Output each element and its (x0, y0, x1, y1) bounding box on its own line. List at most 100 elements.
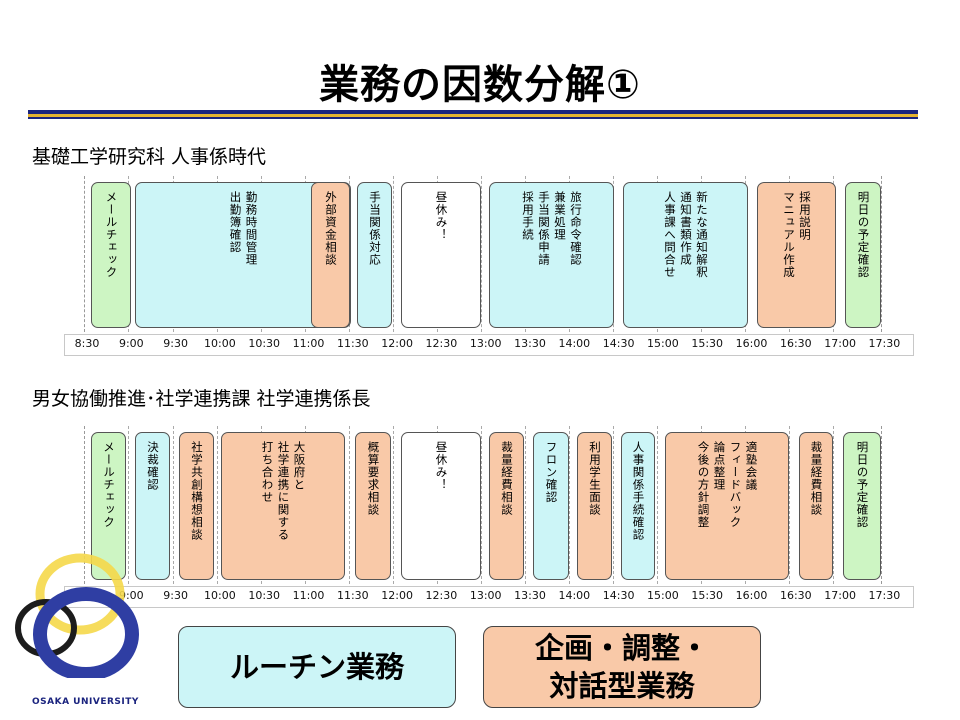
time-tick: 16:30 (779, 589, 812, 602)
task-block: 概算要求相談 (355, 432, 391, 580)
time-tick: 12:30 (425, 589, 458, 602)
task-label: 昼休み！ (434, 441, 449, 491)
task-label: 旅行命令確認 (569, 191, 583, 266)
time-tick: 12:30 (425, 337, 458, 350)
task-label: 大阪府と (292, 441, 307, 491)
title-rule (28, 110, 918, 119)
time-tick: 14:30 (602, 337, 635, 350)
task-block: 昼休み！ (401, 432, 481, 580)
time-tick: 9:00 (118, 589, 144, 602)
task-block: 社学共創構想相談 (179, 432, 214, 580)
time-gridline (349, 426, 350, 584)
task-block: 旅行命令確認兼業処理手当関係申請採用手続 (489, 182, 614, 328)
legend-planning: 企画・調整・対話型業務 (483, 626, 761, 708)
task-label: メールチェック (102, 441, 116, 529)
task-label: 社学共創構想相談 (190, 441, 204, 541)
time-gridline (481, 426, 482, 584)
time-gridline (173, 426, 174, 584)
time-tick: 9:30 (163, 337, 188, 350)
task-label: 打ち合わせ (260, 441, 275, 504)
time-gridline (217, 426, 218, 584)
task-block: メールチェック (91, 432, 126, 580)
task-block: 人事関係手続確認 (621, 432, 655, 580)
time-gridline (833, 426, 834, 584)
section-label-2: 男女協働推進･社学連携課 社学連携係長 (32, 388, 371, 410)
time-tick: 14:00 (558, 589, 591, 602)
time-gridline (525, 426, 526, 584)
task-block: 明日の予定確認 (843, 432, 881, 580)
time-tick: 11:00 (292, 589, 325, 602)
task-label: 外部資金相談 (324, 191, 338, 266)
time-tick: 9:00 (118, 337, 144, 350)
logo-text: OSAKA UNIVERSITY (32, 697, 139, 707)
task-block: 昼休み！ (401, 182, 481, 328)
task-label: フィードバック (728, 441, 743, 529)
time-tick: 15:30 (691, 337, 724, 350)
task-label: 今後の方針調整 (696, 441, 711, 529)
task-label: フロン確認 (544, 441, 559, 504)
task-label: 人事課へ問合せ (663, 191, 677, 279)
time-gridline (789, 426, 790, 584)
time-tick: 12:00 (381, 589, 413, 602)
time-tick: 12:00 (381, 337, 413, 350)
legend-line: 企画・調整・ (534, 631, 709, 665)
time-tick: 13:00 (469, 337, 502, 350)
time-tick: 13:00 (469, 589, 502, 602)
time-tick: 16:00 (735, 589, 768, 602)
university-logo (15, 553, 139, 678)
task-label: 採用説明 (798, 191, 812, 241)
time-tick: 10:00 (204, 337, 236, 350)
page-title: 業務の因数分解① (319, 62, 641, 108)
task-label: 勤務時間管理 (244, 191, 259, 266)
task-label: 兼業処理 (553, 191, 567, 241)
time-tick: 15:30 (691, 589, 724, 602)
task-label: 人事関係手続確認 (631, 441, 646, 541)
task-label: 裁量経費相談 (809, 441, 824, 516)
time-tick: 17:00 (824, 589, 856, 602)
time-tick: 11:30 (336, 589, 369, 602)
task-label: 利用学生面談 (588, 441, 602, 516)
time-tick: 10:00 (204, 589, 236, 602)
time-gridline (569, 426, 570, 584)
task-block: 裁量経費相談 (489, 432, 524, 580)
task-label: メールチェック (104, 191, 119, 279)
task-label: 通知書類作成 (679, 191, 693, 266)
task-label: 社学連携に関する (276, 441, 291, 541)
time-tick: 10:30 (248, 589, 281, 602)
schedule-panel-2: メールチェック 決裁確認 社学共創構想相談 大阪府と社学連携に関する打ち合わせ 概算要求… (84, 426, 882, 584)
time-tick: 17:30 (868, 337, 901, 350)
legend-line: 対話型業務 (549, 669, 695, 703)
task-block: 裁量経費相談 (799, 432, 833, 580)
legend-routine: ルーチン業務 (178, 626, 456, 708)
task-block: 外部資金相談 (311, 182, 350, 328)
task-label: 採用手続 (521, 191, 535, 241)
task-block: 利用学生面談 (577, 432, 612, 580)
time-tick: 17:00 (824, 337, 856, 350)
section-label-1: 基礎工学研究科 人事係時代 (32, 146, 267, 168)
time-gridline (481, 176, 482, 332)
task-label: 手当関係申請 (537, 191, 551, 266)
time-tick: 9:30 (163, 589, 188, 602)
task-block: 大阪府と社学連携に関する打ち合わせ (221, 432, 345, 580)
task-label: 明日の予定確認 (856, 191, 871, 279)
task-block: 明日の予定確認 (845, 182, 881, 328)
task-label: 適塾会議 (744, 441, 759, 491)
time-gridline (393, 176, 394, 332)
time-tick: 15:00 (647, 589, 679, 602)
time-gridline (393, 426, 394, 584)
task-label: 出勤簿確認 (228, 191, 243, 254)
task-label: 概算要求相談 (366, 441, 381, 516)
task-block: 採用説明マニュアル作成 (757, 182, 836, 328)
task-block: 手当関係対応 (357, 182, 392, 328)
time-tick: 17:30 (868, 589, 901, 602)
time-tick: 14:00 (558, 337, 591, 350)
time-gridline (128, 426, 129, 584)
time-tick: 16:00 (735, 337, 768, 350)
task-label: 決裁確認 (146, 441, 160, 491)
task-label: 論点整理 (712, 441, 727, 491)
task-label: 新たな通知解釈 (695, 191, 709, 279)
task-block: 適塾会議フィードバック論点整理今後の方針調整 (665, 432, 789, 580)
task-block: 新たな通知解釈通知書類作成人事課へ問合せ (623, 182, 748, 328)
